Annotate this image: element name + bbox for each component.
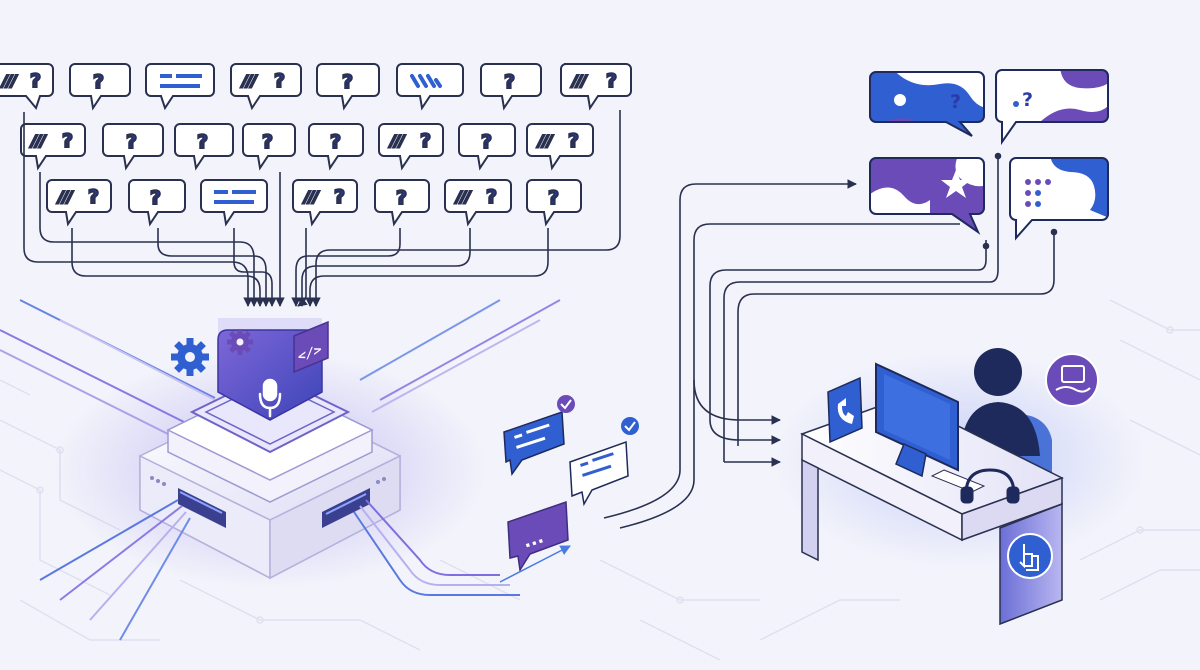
question-bubble: /// ?: [444, 179, 512, 227]
svg-text:///: ///: [29, 132, 47, 150]
slash-bubble: [396, 63, 464, 111]
svg-text:?: ?: [62, 130, 73, 152]
svg-text:///: ///: [570, 72, 588, 90]
svg-text:///: ///: [388, 132, 406, 150]
hand-device-icon: [1045, 353, 1099, 407]
svg-text:?: ?: [150, 187, 161, 209]
support-agent-desk: [770, 348, 1150, 626]
phone-icon: [827, 376, 863, 444]
map-card: ?: [869, 71, 985, 137]
svg-text:?: ?: [420, 130, 431, 152]
svg-text:?: ?: [396, 187, 407, 209]
svg-text:?: ?: [486, 186, 497, 208]
question-bubble: /// ?: [292, 179, 358, 227]
question-bubble: /// ?: [560, 63, 632, 111]
svg-text:?: ?: [342, 71, 353, 93]
svg-text:?: ?: [274, 70, 285, 92]
response-bubbles: ...: [499, 395, 639, 583]
star-icon: [941, 170, 971, 198]
question-bubble: ?: [374, 179, 430, 227]
knowledge-cards: ? ?: [869, 69, 1109, 241]
check-icon: [621, 417, 639, 435]
svg-text:?: ?: [504, 71, 515, 93]
svg-text:///: ///: [0, 72, 18, 90]
svg-text:?: ?: [126, 131, 137, 153]
map-card: ?: [995, 69, 1109, 146]
text-bubble: [145, 63, 215, 111]
chat-bubble: [503, 395, 575, 476]
question-bubble: /// ?: [0, 63, 54, 111]
question-bubbles: /// ? ? /// ? ? ?: [0, 63, 632, 227]
question-bubble: /// ?: [378, 123, 444, 171]
headset-icon: [960, 468, 1020, 504]
gear-icon: [227, 329, 253, 355]
gear-icon: [171, 338, 209, 376]
text-bubble: [200, 179, 268, 227]
svg-text:///: ///: [302, 188, 320, 206]
question-bubble: /// ?: [526, 123, 594, 171]
question-bubble: ?: [316, 63, 380, 111]
inbound-funnel-lines: [23, 110, 621, 307]
svg-text:?: ?: [262, 131, 273, 153]
svg-text:///: ///: [536, 132, 554, 150]
check-icon: [557, 395, 575, 413]
svg-text:?: ?: [197, 131, 208, 153]
svg-text:?: ?: [950, 91, 961, 113]
svg-text:?: ?: [330, 131, 341, 153]
svg-text:?: ?: [481, 131, 492, 153]
svg-text:?: ?: [30, 70, 41, 92]
question-bubble: /// ?: [230, 63, 302, 111]
circuit-background: [0, 299, 1200, 661]
map-card: [869, 157, 985, 235]
svg-text:?: ?: [88, 186, 99, 208]
question-bubble: /// ?: [46, 179, 112, 227]
question-bubble: ?: [480, 63, 542, 111]
map-card: [1009, 157, 1109, 241]
question-bubble: ?: [458, 123, 516, 171]
question-bubble: /// ?: [20, 123, 86, 171]
code-icon: </>: [293, 320, 329, 374]
svg-text:?: ?: [568, 130, 579, 152]
chat-bubble-typing: ...: [507, 500, 569, 573]
chat-bubble: [569, 417, 639, 507]
question-bubble: ?: [174, 123, 234, 171]
svg-text:?: ?: [548, 187, 559, 209]
question-bubble: ?: [69, 63, 131, 111]
question-bubble: ?: [102, 123, 164, 171]
routing-lines: [603, 152, 1058, 529]
question-bubble: ?: [308, 123, 364, 171]
svg-text:?: ?: [1022, 89, 1033, 111]
question-bubble: ?: [128, 179, 186, 227]
touch-icon: [1007, 533, 1053, 579]
svg-text:?: ?: [606, 70, 617, 92]
ai-server: </>: [0, 299, 561, 641]
svg-text:///: ///: [454, 188, 472, 206]
question-bubble: ?: [242, 123, 296, 171]
question-bubble: ?: [526, 179, 582, 227]
svg-text:///: ///: [56, 188, 74, 206]
monitor-icon: [875, 362, 959, 478]
svg-text:///: ///: [240, 72, 258, 90]
microphone-icon: [258, 378, 282, 418]
svg-text:?: ?: [93, 71, 104, 93]
svg-text:?: ?: [334, 186, 345, 208]
